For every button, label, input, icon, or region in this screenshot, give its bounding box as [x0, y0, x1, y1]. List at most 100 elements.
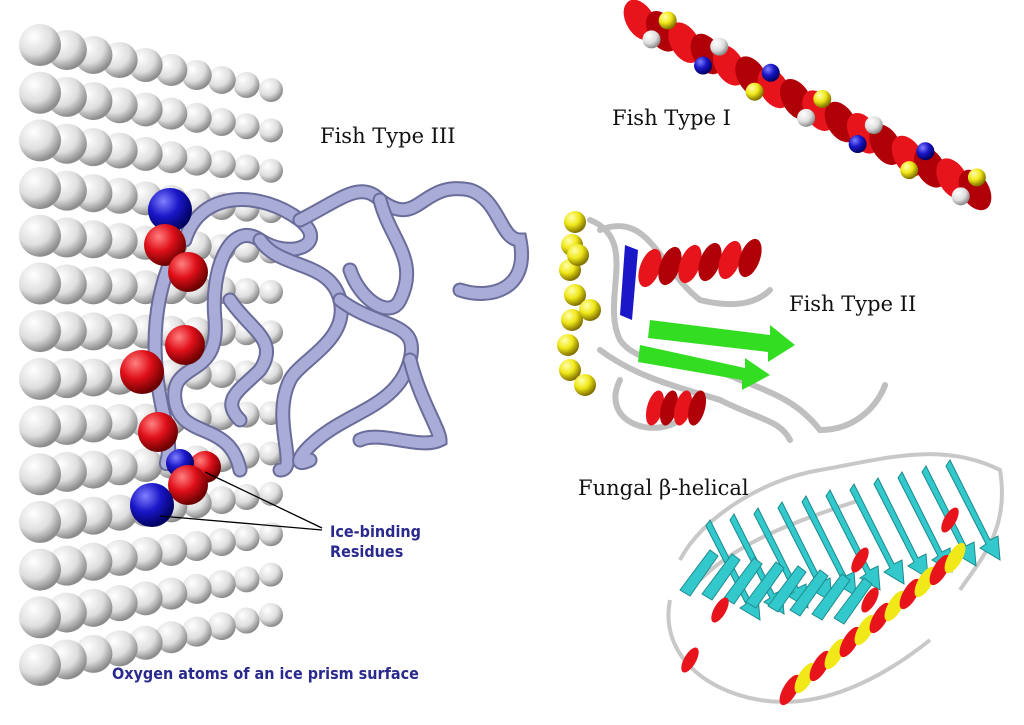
oxygen-atom: [168, 252, 208, 292]
sulfur-atom: [557, 334, 579, 356]
oxygen-atom: [120, 350, 164, 394]
beta-strand-cyan: [873, 477, 929, 579]
ice-oxygen-atom: [259, 118, 283, 143]
label-fish-type-2: Fish Type II: [789, 292, 917, 316]
helix-turn: [809, 650, 831, 682]
ice-oxygen-atom: [259, 78, 283, 102]
ice-oxygen-atom: [19, 357, 61, 400]
callout-lines: [159, 471, 323, 531]
helix-turn: [794, 662, 816, 694]
sulfur-atom: [564, 211, 586, 233]
ice-oxygen-atom: [233, 277, 260, 304]
backbone-tube: [224, 294, 272, 426]
sulfur-atom: [574, 374, 596, 396]
side-chain-atom: [967, 168, 986, 187]
beta-strand-cyan: [945, 459, 1001, 561]
helix-turn: [899, 578, 921, 610]
ice-oxygen-atom: [19, 453, 61, 496]
beta-strand-cyan: [801, 495, 857, 597]
coil: [678, 452, 1004, 592]
sulfur-atom: [564, 284, 586, 306]
helix-turn: [711, 597, 729, 623]
ice-oxygen-atom: [259, 481, 283, 506]
beta-strand-green: [648, 320, 795, 362]
beta-strand-cyan: [701, 553, 741, 601]
ice-oxygen-atom: [19, 644, 61, 686]
backbone-tube: [294, 183, 527, 299]
side-chain-atom: [813, 89, 832, 108]
label-fish-type-3: Fish Type III: [320, 124, 456, 148]
ice-oxygen-atom: [155, 533, 188, 566]
ice-oxygen-atom: [19, 310, 61, 353]
helix-turn: [698, 242, 722, 282]
ice-oxygen-atom: [101, 313, 138, 350]
ice-oxygen-atom: [101, 268, 138, 305]
side-chain-atom: [900, 161, 919, 180]
nitrogen-atom: [148, 188, 192, 232]
ice-oxygen-atom: [19, 548, 61, 591]
ice-oxygen-atom: [155, 97, 188, 130]
label-ice-binding-line1: Ice-binding: [330, 522, 421, 541]
ice-oxygen-atom: [259, 522, 283, 547]
helix-turn: [738, 238, 762, 278]
fungal-beta-helical-structure: [666, 452, 1004, 706]
helix-turn: [678, 244, 702, 284]
ice-oxygen-atom: [181, 531, 212, 562]
helix-turn: [645, 390, 665, 426]
ice-oxygen-atom: [207, 66, 236, 94]
side-chain-atom: [761, 63, 780, 82]
side-chain-atom: [658, 11, 677, 30]
ice-oxygen-atom: [207, 486, 236, 515]
ice-oxygen-atom: [19, 71, 61, 114]
ice-oxygen-atom: [19, 262, 61, 305]
coil: [612, 377, 683, 431]
label-ice-binding-residues: Ice-binding Residues: [330, 522, 421, 562]
ice-oxygen-atom: [259, 603, 283, 627]
ice-oxygen-atom: [233, 72, 260, 98]
side-chain-atom: [694, 56, 713, 75]
ice-oxygen-atom: [207, 612, 236, 641]
ice-oxygen-atom: [259, 158, 283, 183]
helix-turn: [673, 390, 693, 426]
ice-oxygen-atom: [19, 596, 61, 639]
ice-oxygen-atom: [259, 562, 283, 587]
helix-turn: [839, 626, 861, 658]
beta-strand-blue: [620, 245, 638, 320]
ice-oxygen-atom: [233, 607, 260, 634]
fish-type-2-structure: [557, 211, 888, 443]
beta-strand-cyan: [767, 565, 807, 613]
side-chain-atom: [848, 135, 867, 154]
label-ice-binding-line2: Residues: [330, 542, 404, 561]
ice-oxygen-atom: [233, 483, 260, 510]
ice-oxygen-atom: [19, 405, 61, 448]
helix-turn: [658, 246, 682, 286]
ice-oxygen-atom: [181, 102, 212, 133]
ice-oxygen-atom: [155, 54, 188, 86]
ice-oxygen-atom: [155, 577, 188, 610]
coil: [597, 223, 773, 308]
ice-oxygen-atom: [19, 24, 61, 66]
helix-turn: [861, 587, 879, 613]
ice-oxygen-atom: [207, 150, 236, 179]
backbone-tube: [254, 234, 347, 476]
oxygen-atom: [138, 412, 178, 452]
ice-oxygen-atom: [128, 136, 163, 171]
beta-strand-green: [638, 345, 770, 390]
ice-oxygen-atom: [259, 441, 283, 466]
nitrogen-atom: [130, 483, 174, 527]
helix-turn: [638, 248, 662, 288]
helix-turn: [929, 554, 951, 586]
side-chain-atom: [710, 37, 729, 56]
ice-oxygen-atom: [128, 536, 163, 571]
fish-type-1-structure: [623, 0, 992, 211]
ice-oxygen-atom: [19, 167, 61, 210]
ice-oxygen-atom: [259, 279, 283, 304]
backbone-tube: [294, 294, 417, 469]
ice-oxygen-atom: [155, 141, 188, 174]
side-chain-atom: [864, 116, 883, 135]
side-chain-atom: [951, 187, 970, 206]
label-fish-type-1: Fish Type I: [612, 106, 731, 130]
beta-strand-cyan: [789, 569, 829, 617]
